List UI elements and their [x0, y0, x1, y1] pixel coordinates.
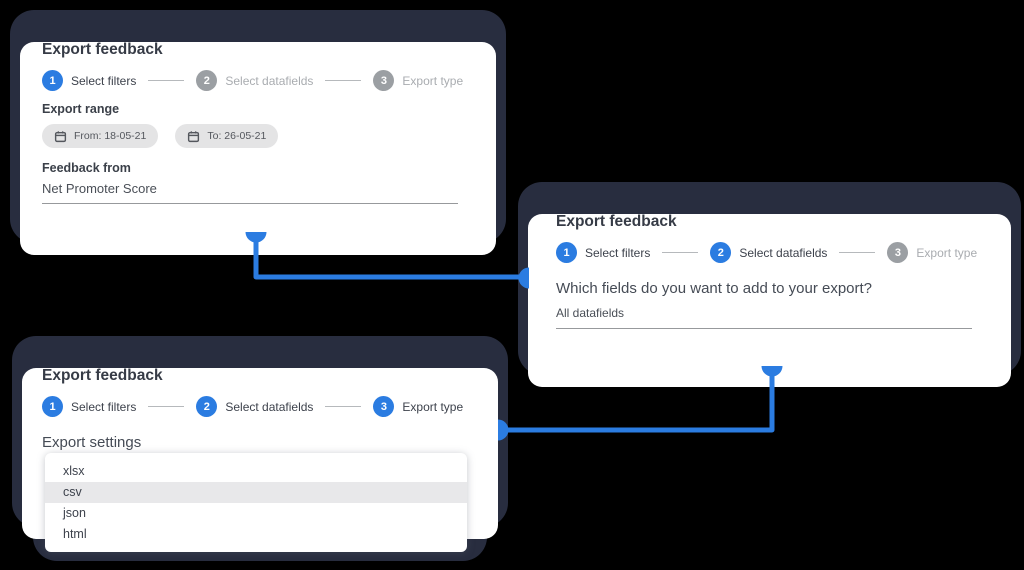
- step-connector-line: [148, 80, 185, 81]
- card-title: Export feedback: [42, 367, 163, 384]
- date-from-text: From: 18-05-21: [74, 130, 147, 142]
- step-select-datafields[interactable]: 2 Select datafields: [196, 70, 313, 91]
- dropdown-option-html[interactable]: html: [63, 527, 87, 541]
- export-settings-label: Export settings: [42, 434, 142, 451]
- calendar-icon: [187, 130, 200, 143]
- datafields-select[interactable]: All datafields: [556, 306, 972, 329]
- step-connector-line: [325, 406, 362, 407]
- step-label: Select filters: [71, 73, 137, 88]
- step-number-badge: 2: [196, 70, 218, 91]
- step-label: Select filters: [71, 399, 137, 414]
- card-surface: Export feedback 1 Select filters 2 Selec…: [528, 214, 1011, 387]
- step-number-badge: 3: [373, 396, 395, 417]
- export-format-dropdown: xlsx csv json html: [45, 453, 467, 552]
- step-label: Export type: [916, 245, 978, 260]
- step-connector-line: [148, 406, 185, 407]
- step-label: Select datafields: [225, 399, 314, 414]
- dropdown-option-json[interactable]: json: [63, 506, 86, 520]
- datafields-question: Which fields do you want to add to your …: [556, 280, 873, 297]
- date-from-chip[interactable]: From: 18-05-21: [42, 124, 159, 148]
- date-to-text: To: 26-05-21: [207, 130, 267, 142]
- card-title: Export feedback: [556, 213, 677, 230]
- step-select-filters[interactable]: 1 Select filters: [556, 242, 650, 263]
- step-number-badge: 3: [373, 70, 395, 91]
- card-surface: Export feedback 1 Select filters 2 Selec…: [20, 42, 496, 255]
- date-to-chip[interactable]: To: 26-05-21: [175, 124, 279, 148]
- step-select-datafields[interactable]: 2 Select datafields: [710, 242, 827, 263]
- step-export-type[interactable]: 3 Export type: [887, 242, 977, 263]
- step-number-badge: 2: [196, 396, 218, 417]
- step-label: Select datafields: [225, 73, 314, 88]
- export-wizard-card-filters: Export feedback 1 Select filters 2 Selec…: [10, 10, 506, 255]
- stepper: 1 Select filters 2 Select datafields 3 E…: [42, 396, 478, 417]
- stepper: 1 Select filters 2 Select datafields 3 E…: [42, 70, 474, 91]
- step-select-filters[interactable]: 1 Select filters: [42, 70, 136, 91]
- step-number-badge: 1: [42, 396, 63, 417]
- feedback-from-label: Feedback from: [42, 161, 131, 175]
- card-title: Export feedback: [42, 41, 163, 58]
- step-number-badge: 1: [556, 242, 577, 263]
- calendar-icon: [54, 130, 67, 143]
- export-range-label: Export range: [42, 102, 120, 116]
- stepper: 1 Select filters 2 Select datafields 3 E…: [556, 242, 983, 263]
- step-connector-line: [662, 252, 699, 253]
- step-number-badge: 3: [887, 242, 909, 263]
- feedback-from-select[interactable]: Net Promoter Score: [42, 181, 458, 204]
- date-range-chips: From: 18-05-21 To: 26-05-21: [42, 124, 474, 148]
- step-label: Export type: [402, 73, 464, 88]
- step-select-filters[interactable]: 1 Select filters: [42, 396, 136, 417]
- step-export-type[interactable]: 3 Export type: [373, 396, 463, 417]
- step-connector-line: [839, 252, 876, 253]
- step-label: Select filters: [585, 245, 651, 260]
- step-label: Export type: [402, 399, 464, 414]
- dropdown-option-xlsx[interactable]: xlsx: [63, 464, 85, 478]
- step-number-badge: 2: [710, 242, 732, 263]
- step-export-type[interactable]: 3 Export type: [373, 70, 463, 91]
- dropdown-option-csv[interactable]: csv: [45, 482, 467, 503]
- step-label: Select datafields: [739, 245, 828, 260]
- step-connector-line: [325, 80, 362, 81]
- export-wizard-card-datafields: Export feedback 1 Select filters 2 Selec…: [518, 182, 1021, 387]
- step-number-badge: 1: [42, 70, 63, 91]
- step-select-datafields[interactable]: 2 Select datafields: [196, 396, 313, 417]
